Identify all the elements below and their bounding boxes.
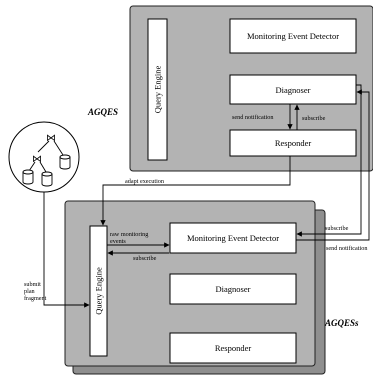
submit-label-line1: submit — [24, 281, 41, 288]
submit-label-line3: fragment — [24, 295, 47, 302]
adapt-execution-label: adapt execution — [125, 178, 164, 185]
plan-edge-4 — [39, 161, 47, 173]
agqes-panel: Query Engine Monitoring Event Detector D… — [129, 5, 373, 172]
cross-subscribe-arrow — [296, 84, 362, 237]
database-icon-middle — [41, 171, 53, 187]
agqes-name-label: AGQES — [87, 107, 118, 117]
agqes-responder-box — [229, 129, 357, 157]
agqes-query-engine-label: Query Engine — [153, 66, 163, 114]
raw-monitoring-label-line2: events — [110, 238, 126, 245]
send-notification-label: send notification — [232, 114, 273, 121]
raw-monitoring-label-line1: raw monitoring — [110, 231, 148, 238]
lower-subscribe-label: subscribe — [133, 255, 157, 262]
plan-edge-1 — [37, 140, 50, 153]
agqess-responder-label: Responder — [215, 343, 252, 353]
submit-label-line2: plan — [24, 288, 35, 295]
agqes-monitoring-event-detector-box — [229, 18, 357, 54]
database-icon-left — [22, 169, 34, 185]
query-plan-icon: ⋈ ⋈ — [8, 121, 80, 193]
cross-send-notification-arrow — [296, 89, 370, 241]
agqess-query-engine-label: Query Engine — [94, 267, 104, 315]
join-top-icon: ⋈ — [46, 133, 56, 144]
agqess-name-label: AGQESs — [324, 318, 359, 328]
plan-edge-2 — [53, 140, 64, 156]
agqes-monitoring-event-detector-label: Monitoring Event Detector — [247, 31, 339, 41]
plan-edge-3 — [28, 161, 36, 172]
agqess-diagnoser-box — [169, 273, 297, 305]
agqes-query-engine-box — [147, 18, 168, 161]
cross-send-notification-label: send notification — [326, 245, 367, 252]
agqess-monitoring-event-detector-label: Monitoring Event Detector — [187, 233, 279, 243]
agqess-panel: Query Engine Monitoring Event Detector D… — [64, 200, 326, 375]
agqes-responder-label: Responder — [275, 138, 312, 148]
join-left-icon: ⋈ — [32, 154, 42, 165]
database-icon-right — [59, 154, 71, 170]
agqes-diagnoser-box — [229, 74, 357, 105]
agqess-query-engine-box — [89, 225, 108, 357]
agqes-diagnoser-label: Diagnoser — [276, 85, 311, 95]
agqess-diagnoser-label: Diagnoser — [216, 284, 251, 294]
submit-plan-fragment-arrow — [43, 190, 90, 308]
agqess-responder-box — [169, 332, 297, 364]
subscribe-label: subscribe — [302, 115, 326, 122]
agqess-monitoring-event-detector-box — [169, 222, 297, 254]
adapt-execution-arrow — [100, 156, 291, 226]
cross-subscribe-label: subscribe — [325, 225, 349, 232]
